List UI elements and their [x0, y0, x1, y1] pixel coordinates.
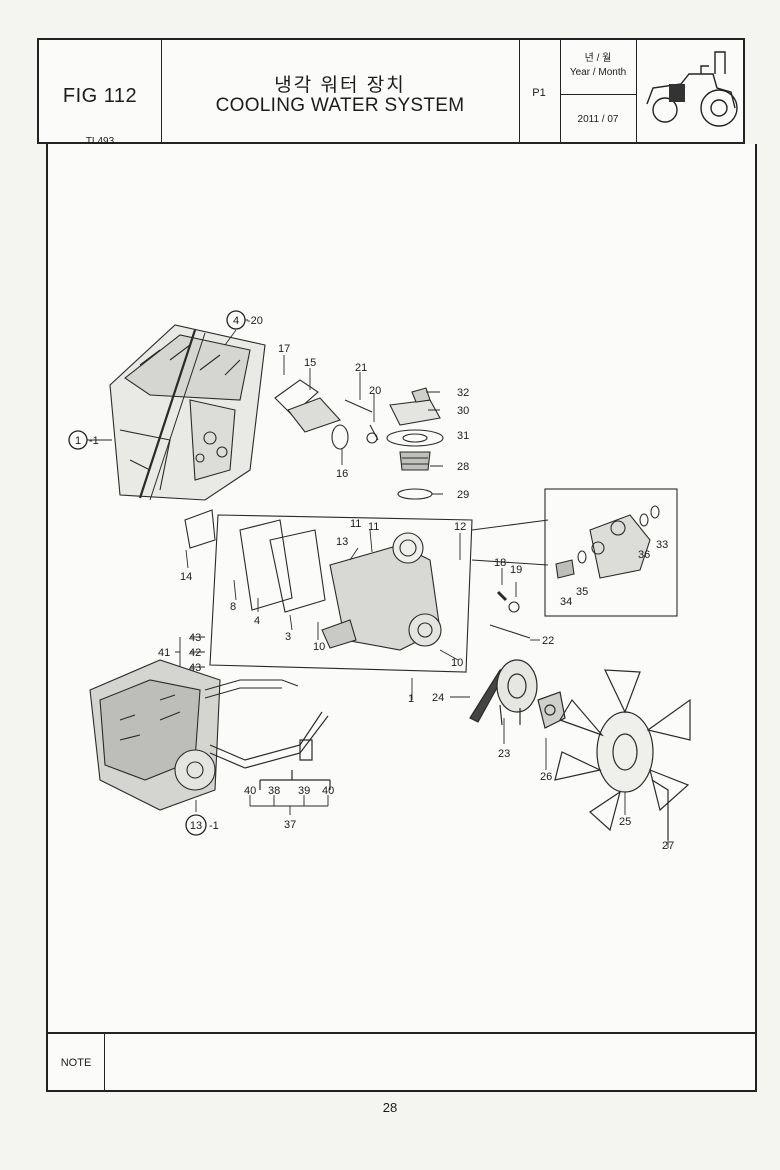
inset-detail	[544, 488, 678, 617]
belt-pulley-fan	[469, 659, 691, 840]
header-divider	[636, 40, 637, 142]
part-number: 31	[457, 430, 469, 442]
header-divider	[560, 40, 561, 142]
part-number: 21	[355, 362, 367, 374]
part-number: 13	[336, 536, 348, 548]
part-number: 40	[244, 785, 256, 797]
page-number: 28	[382, 1100, 398, 1115]
part-number: 10	[313, 641, 325, 653]
part-number: 8	[230, 601, 236, 613]
header-divider	[560, 94, 636, 95]
part-number: 11	[368, 521, 379, 533]
part-number: 30	[457, 405, 469, 417]
figure-number: FIG 112	[62, 85, 138, 107]
part-number: 32	[457, 387, 469, 399]
part-number: 35	[576, 586, 588, 598]
injection-pump	[89, 659, 299, 811]
part-number: 18	[494, 557, 506, 569]
tractor-icon	[646, 51, 738, 127]
part-number: 40	[322, 785, 334, 797]
header-table: FIG 112 TL493 냉각 워터 장치 COOLING WATER SYS…	[37, 38, 745, 147]
part-number: 23	[498, 748, 510, 760]
revision-date: 2011 / 07	[577, 114, 619, 125]
callout-number: 1	[75, 435, 81, 447]
part-number: 38	[268, 785, 280, 797]
note-label: NOTE	[60, 1057, 92, 1069]
water-pipe	[209, 711, 331, 790]
title-english: COOLING WATER SYSTEM	[215, 95, 465, 116]
part-number: 27	[662, 840, 674, 852]
callout-circle-13	[185, 814, 207, 836]
year-month-label: Year / Month	[569, 67, 627, 78]
page-code: P1	[532, 87, 546, 99]
part-number: 28	[457, 461, 469, 473]
part-number: 12	[454, 521, 466, 533]
part-number: 42	[189, 647, 201, 659]
water-pump-group	[184, 509, 549, 673]
callout-suffix: -1	[89, 435, 99, 447]
cylinder-head-block	[109, 324, 266, 501]
callout-number: 4	[233, 315, 239, 327]
part-number: 3	[285, 631, 291, 643]
part-number: 43	[189, 662, 201, 674]
part-number: 29	[457, 489, 469, 501]
part-number: 15	[304, 357, 316, 369]
year-month-label-korean: 년 / 월	[584, 53, 612, 64]
note-divider	[104, 1032, 105, 1090]
part-number: 41	[158, 647, 170, 659]
part-number: 10	[451, 657, 463, 669]
part-number: 25	[619, 816, 631, 828]
header-divider	[519, 40, 520, 142]
part-number: 22	[542, 635, 554, 647]
part-number: 36	[638, 549, 650, 561]
callout-suffix: -1	[209, 820, 219, 832]
part-number: 37	[284, 819, 296, 831]
part-number: 20	[369, 385, 381, 397]
part-number: 24	[432, 692, 444, 704]
thermostat-housing	[274, 379, 444, 500]
model-code: TL493	[85, 136, 115, 147]
callout-circle-1	[68, 430, 88, 450]
part-number-labels: 17 15 21 20 32 30 31 16 28 29 11 11 12 1…	[158, 343, 674, 852]
part-number: 4	[254, 615, 260, 627]
part-number: 26	[540, 771, 552, 783]
part-number: 16	[336, 468, 348, 480]
callout-suffix: -20	[247, 315, 263, 327]
note-divider	[48, 1032, 755, 1034]
callout-number: 13	[190, 820, 202, 832]
part-number: 19	[510, 564, 522, 576]
title-korean: 냉각 워터 장치	[274, 75, 406, 96]
header-divider	[161, 40, 162, 142]
part-number: 43	[189, 632, 201, 644]
part-number: 1	[408, 693, 414, 705]
part-number: 17	[278, 343, 290, 355]
part-number: 11	[350, 518, 361, 530]
part-number: 39	[298, 785, 310, 797]
part-number: 34	[560, 596, 572, 608]
callout-circle-4	[226, 310, 246, 330]
part-number: 14	[180, 571, 192, 583]
part-number: 33	[656, 539, 668, 551]
